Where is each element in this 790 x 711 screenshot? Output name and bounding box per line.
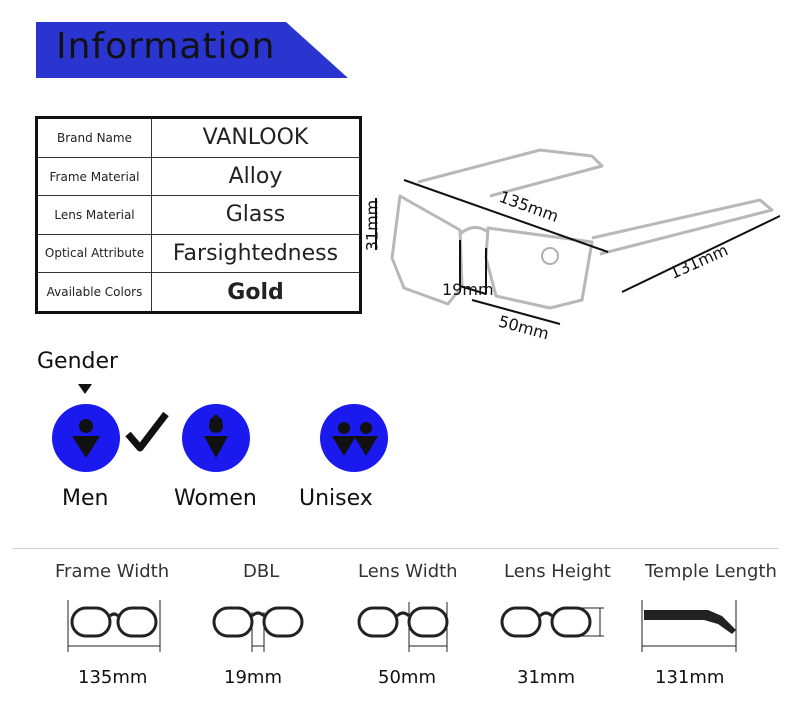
measure-label-lens-height: Lens Height <box>504 561 611 582</box>
measure-label-temple-length: Temple Length <box>645 561 777 582</box>
spec-row: Optical Attribute Farsightedness <box>36 233 361 274</box>
lens-width-icon <box>357 602 449 652</box>
gender-option-men: Men <box>62 486 109 511</box>
temple-length-line <box>621 214 780 293</box>
gender-option-unisex: Unisex <box>299 486 373 511</box>
measure-value-lens-width: 50mm <box>378 667 436 688</box>
bridge-width-icon <box>212 606 304 652</box>
spec-label: Brand Name <box>36 117 152 158</box>
information-banner: Information <box>36 22 348 78</box>
spec-row: Lens Material Glass <box>36 195 361 235</box>
temple-length-icon <box>641 600 737 652</box>
measure-label-lens-width: Lens Width <box>358 561 458 582</box>
lens-height-label: 31mm <box>362 199 382 252</box>
spec-value: VANLOOK <box>151 117 361 158</box>
spec-label: Available Colors <box>36 272 152 313</box>
measure-value-temple-length: 131mm <box>655 667 725 688</box>
bridge-line <box>459 285 487 295</box>
spec-table: Brand Name VANLOOK Frame Material Alloy … <box>35 116 362 314</box>
spec-label: Frame Material <box>36 156 152 197</box>
far-temple-outline <box>591 198 774 256</box>
frame-width-line <box>403 179 609 253</box>
spec-row: Frame Material Alloy <box>36 156 361 197</box>
spec-value: Gold <box>151 272 361 313</box>
lens-height-icon <box>500 606 604 638</box>
temple-arm-outline <box>417 148 604 198</box>
lens-width-line <box>471 299 561 325</box>
spec-label: Optical Attribute <box>36 233 152 274</box>
banner-title: Information <box>56 26 276 67</box>
glasses-dimension-drawing <box>375 148 780 325</box>
measure-label-dbl: DBL <box>243 561 280 582</box>
unisex-icon <box>320 404 388 472</box>
spec-row: Available Colors Gold <box>36 272 361 313</box>
woman-icon <box>182 404 250 472</box>
measure-value-lens-height: 31mm <box>517 667 575 688</box>
banner-shape <box>36 22 348 78</box>
measure-value-dbl: 19mm <box>224 667 282 688</box>
spec-row: Brand Name VANLOOK <box>36 117 361 158</box>
left-lens-outline <box>390 194 464 306</box>
spec-value: Glass <box>151 195 361 235</box>
measure-value-frame-width: 135mm <box>78 667 148 688</box>
spec-value: Farsightedness <box>151 233 361 274</box>
gender-pointer-icon <box>78 384 92 394</box>
gender-label: Gender <box>37 349 119 374</box>
measure-label-frame-width: Frame Width <box>55 561 170 582</box>
spec-label: Lens Material <box>36 195 152 235</box>
section-divider <box>12 548 778 549</box>
bridge-label: 19mm <box>442 280 494 299</box>
selected-checkmark-icon <box>125 411 169 452</box>
man-icon <box>52 404 120 472</box>
spec-value: Alloy <box>151 156 361 197</box>
gender-option-women: Women <box>174 486 257 511</box>
frame-width-icon <box>67 600 161 652</box>
lens-mark <box>541 247 559 265</box>
bridge-outline <box>459 226 489 236</box>
